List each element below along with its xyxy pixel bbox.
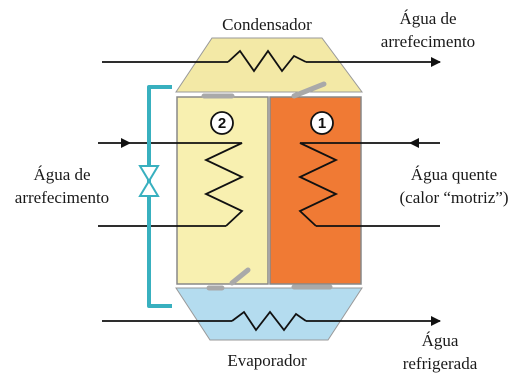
bed-2-number: 2 xyxy=(218,115,226,132)
cooling-water-top-label-1: Água de xyxy=(399,9,456,28)
bed-1-number: 1 xyxy=(318,115,326,132)
hot-water-label-1: Água quente xyxy=(411,165,497,184)
valve-flaps xyxy=(201,81,333,291)
hot-water-label-2: (calor “motriz”) xyxy=(399,188,508,207)
condenser-chamber xyxy=(175,37,363,93)
evaporator-coil xyxy=(102,310,441,332)
evaporator-label: Evaporador xyxy=(227,351,307,370)
cooling-water-top-label-2: arrefecimento xyxy=(381,32,475,51)
chilled-water-label-2: refrigerada xyxy=(403,354,478,373)
condenser-coil xyxy=(102,49,441,73)
bed-1-number-badge: 1 xyxy=(310,111,334,135)
bed-2-coil xyxy=(98,138,245,227)
cooling-water-left-label-1: Água de xyxy=(33,165,90,184)
condenser-label: Condensador xyxy=(222,15,312,34)
chilled-water-label-1: Água xyxy=(422,331,459,350)
bed-2-number-badge: 2 xyxy=(210,111,234,135)
valve-icon xyxy=(138,165,160,197)
bed-1-coil xyxy=(297,138,440,227)
cooling-water-left-label-2: arrefecimento xyxy=(15,188,109,207)
